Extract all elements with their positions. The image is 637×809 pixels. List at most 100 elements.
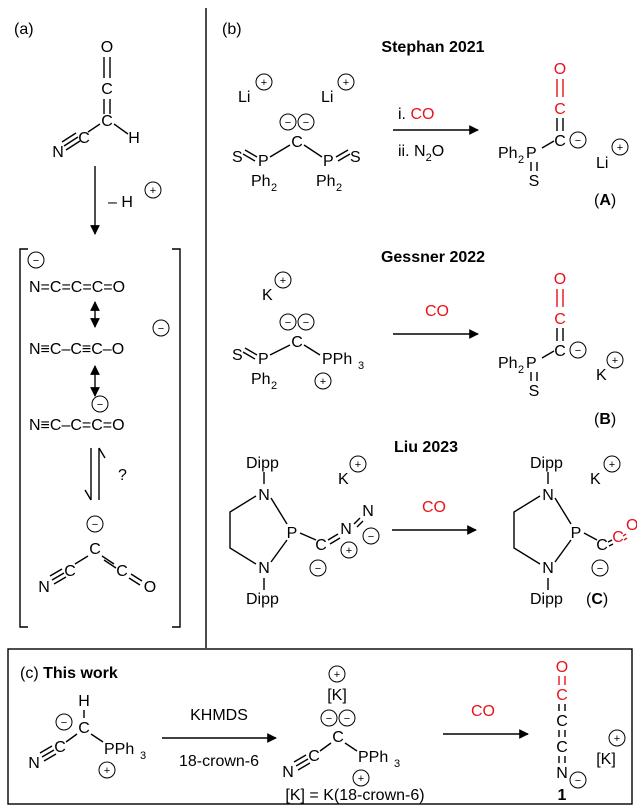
svg-text:S: S: [232, 347, 243, 364]
svg-text:3: 3: [358, 360, 364, 372]
svg-text:C: C: [554, 133, 566, 150]
svg-text:C: C: [78, 130, 90, 147]
compound-code-C: (C): [586, 591, 608, 608]
compound-code-A: (A): [594, 192, 616, 209]
counter-cation-mid: + [K]: [327, 665, 347, 704]
co-label-c: CO: [471, 703, 495, 720]
resonance-form-3: − N≡C–C=C=O: [29, 395, 125, 434]
svg-text:Li: Li: [321, 89, 333, 106]
svg-text:C: C: [554, 101, 566, 118]
svg-text:+: +: [614, 733, 620, 745]
compound-number-1: 1: [558, 787, 567, 804]
svg-text:−: −: [303, 317, 309, 329]
svg-text:Ph: Ph: [498, 145, 518, 162]
svg-text:−: −: [575, 345, 581, 357]
svg-text:O: O: [144, 579, 156, 596]
panel-c-label: (c) This work: [20, 665, 118, 682]
svg-text:+: +: [280, 275, 286, 287]
svg-text:N: N: [258, 560, 270, 577]
svg-text:Dipp: Dipp: [246, 591, 279, 608]
svg-text:Dipp: Dipp: [246, 455, 279, 472]
svg-text:N: N: [362, 503, 374, 520]
stephan-step2: ii. N2O: [398, 143, 444, 164]
svg-text:K: K: [262, 287, 273, 304]
svg-text:C: C: [308, 748, 320, 765]
svg-text:2: 2: [518, 154, 524, 166]
resonance-form-1: − N=C=C=C=O: [27, 251, 125, 296]
panel-b-label: (b): [222, 21, 242, 38]
panel-a-label: (a): [14, 21, 34, 38]
svg-text:C: C: [101, 113, 113, 130]
svg-text:−: −: [303, 117, 309, 129]
svg-text:H: H: [78, 693, 90, 710]
svg-text:N: N: [52, 144, 64, 161]
svg-text:−: −: [158, 323, 164, 335]
svg-text:+: +: [609, 459, 615, 471]
svg-text:PPh: PPh: [358, 749, 388, 766]
svg-text:+: +: [346, 545, 352, 557]
svg-text:+: +: [358, 773, 364, 785]
panel-c-frame: [7, 648, 633, 805]
svg-text:Ph: Ph: [498, 355, 518, 372]
svg-text:−: −: [315, 563, 321, 575]
svg-text:C: C: [101, 81, 113, 98]
svg-text:P: P: [323, 153, 334, 170]
svg-text:N≡C–C=C=O: N≡C–C=C=O: [29, 417, 125, 434]
svg-text:2: 2: [336, 182, 342, 194]
svg-text:N: N: [258, 487, 270, 504]
resonance-bracket-left: [19, 248, 28, 628]
svg-text:P: P: [287, 525, 298, 542]
svg-text:P: P: [526, 145, 537, 162]
gessner-co: CO: [425, 303, 449, 320]
gessner-title: Gessner 2022: [381, 249, 485, 266]
svg-text:H: H: [128, 130, 140, 147]
panel-c-mid-anion: − − C C N PPh 3 +: [282, 709, 400, 787]
svg-text:Ph: Ph: [251, 173, 271, 190]
panel-a-start-molecule: O C C H C N: [52, 39, 140, 161]
svg-text:O: O: [556, 659, 568, 676]
svg-text:+: +: [104, 765, 110, 777]
svg-text:C: C: [54, 739, 66, 756]
svg-text:P: P: [526, 355, 537, 372]
svg-text:C: C: [554, 311, 566, 328]
svg-text:N: N: [542, 560, 554, 577]
svg-text:+: +: [612, 355, 618, 367]
svg-text:N=C=C=C=O: N=C=C=C=O: [29, 279, 125, 296]
svg-text:−: −: [344, 713, 350, 725]
svg-text:3: 3: [394, 758, 400, 770]
stephan-step1: i. CO: [398, 106, 434, 123]
svg-text:C: C: [116, 563, 128, 580]
svg-text:S: S: [350, 149, 361, 166]
svg-text:C: C: [556, 739, 568, 756]
svg-text:C: C: [596, 537, 608, 554]
svg-text:Li: Li: [596, 155, 608, 172]
liu-title: Liu 2023: [394, 439, 458, 456]
svg-text:K: K: [338, 471, 349, 488]
svg-text:C: C: [291, 134, 303, 151]
svg-text:Dipp: Dipp: [530, 591, 563, 608]
svg-text:C: C: [291, 334, 303, 351]
svg-text:+: +: [320, 376, 326, 388]
resonance-form-2: − N≡C–C≡C–O: [29, 319, 170, 358]
reagent-khmds: KHMDS: [190, 707, 248, 724]
compound-code-B: (B): [594, 411, 616, 428]
svg-text:−: −: [97, 399, 103, 411]
svg-text:+: +: [150, 185, 156, 197]
liu-co: CO: [422, 499, 446, 516]
svg-text:C: C: [332, 729, 344, 746]
svg-text:C: C: [556, 687, 568, 704]
svg-text:Li: Li: [238, 89, 250, 106]
svg-text:K: K: [590, 471, 601, 488]
svg-text:PPh: PPh: [104, 741, 134, 758]
resonance-bracket-right: [172, 248, 181, 628]
svg-text:−: −: [368, 531, 374, 543]
panel-a-bent-anion: − C C N C O: [38, 515, 156, 596]
svg-text:C: C: [556, 713, 568, 730]
reagent-crown: 18-crown-6: [179, 753, 259, 770]
svg-text:Ph: Ph: [316, 173, 336, 190]
svg-text:PPh: PPh: [322, 351, 352, 368]
question-mark: ?: [118, 467, 127, 484]
stephan-title: Stephan 2021: [381, 39, 484, 56]
svg-text:O: O: [554, 271, 566, 288]
